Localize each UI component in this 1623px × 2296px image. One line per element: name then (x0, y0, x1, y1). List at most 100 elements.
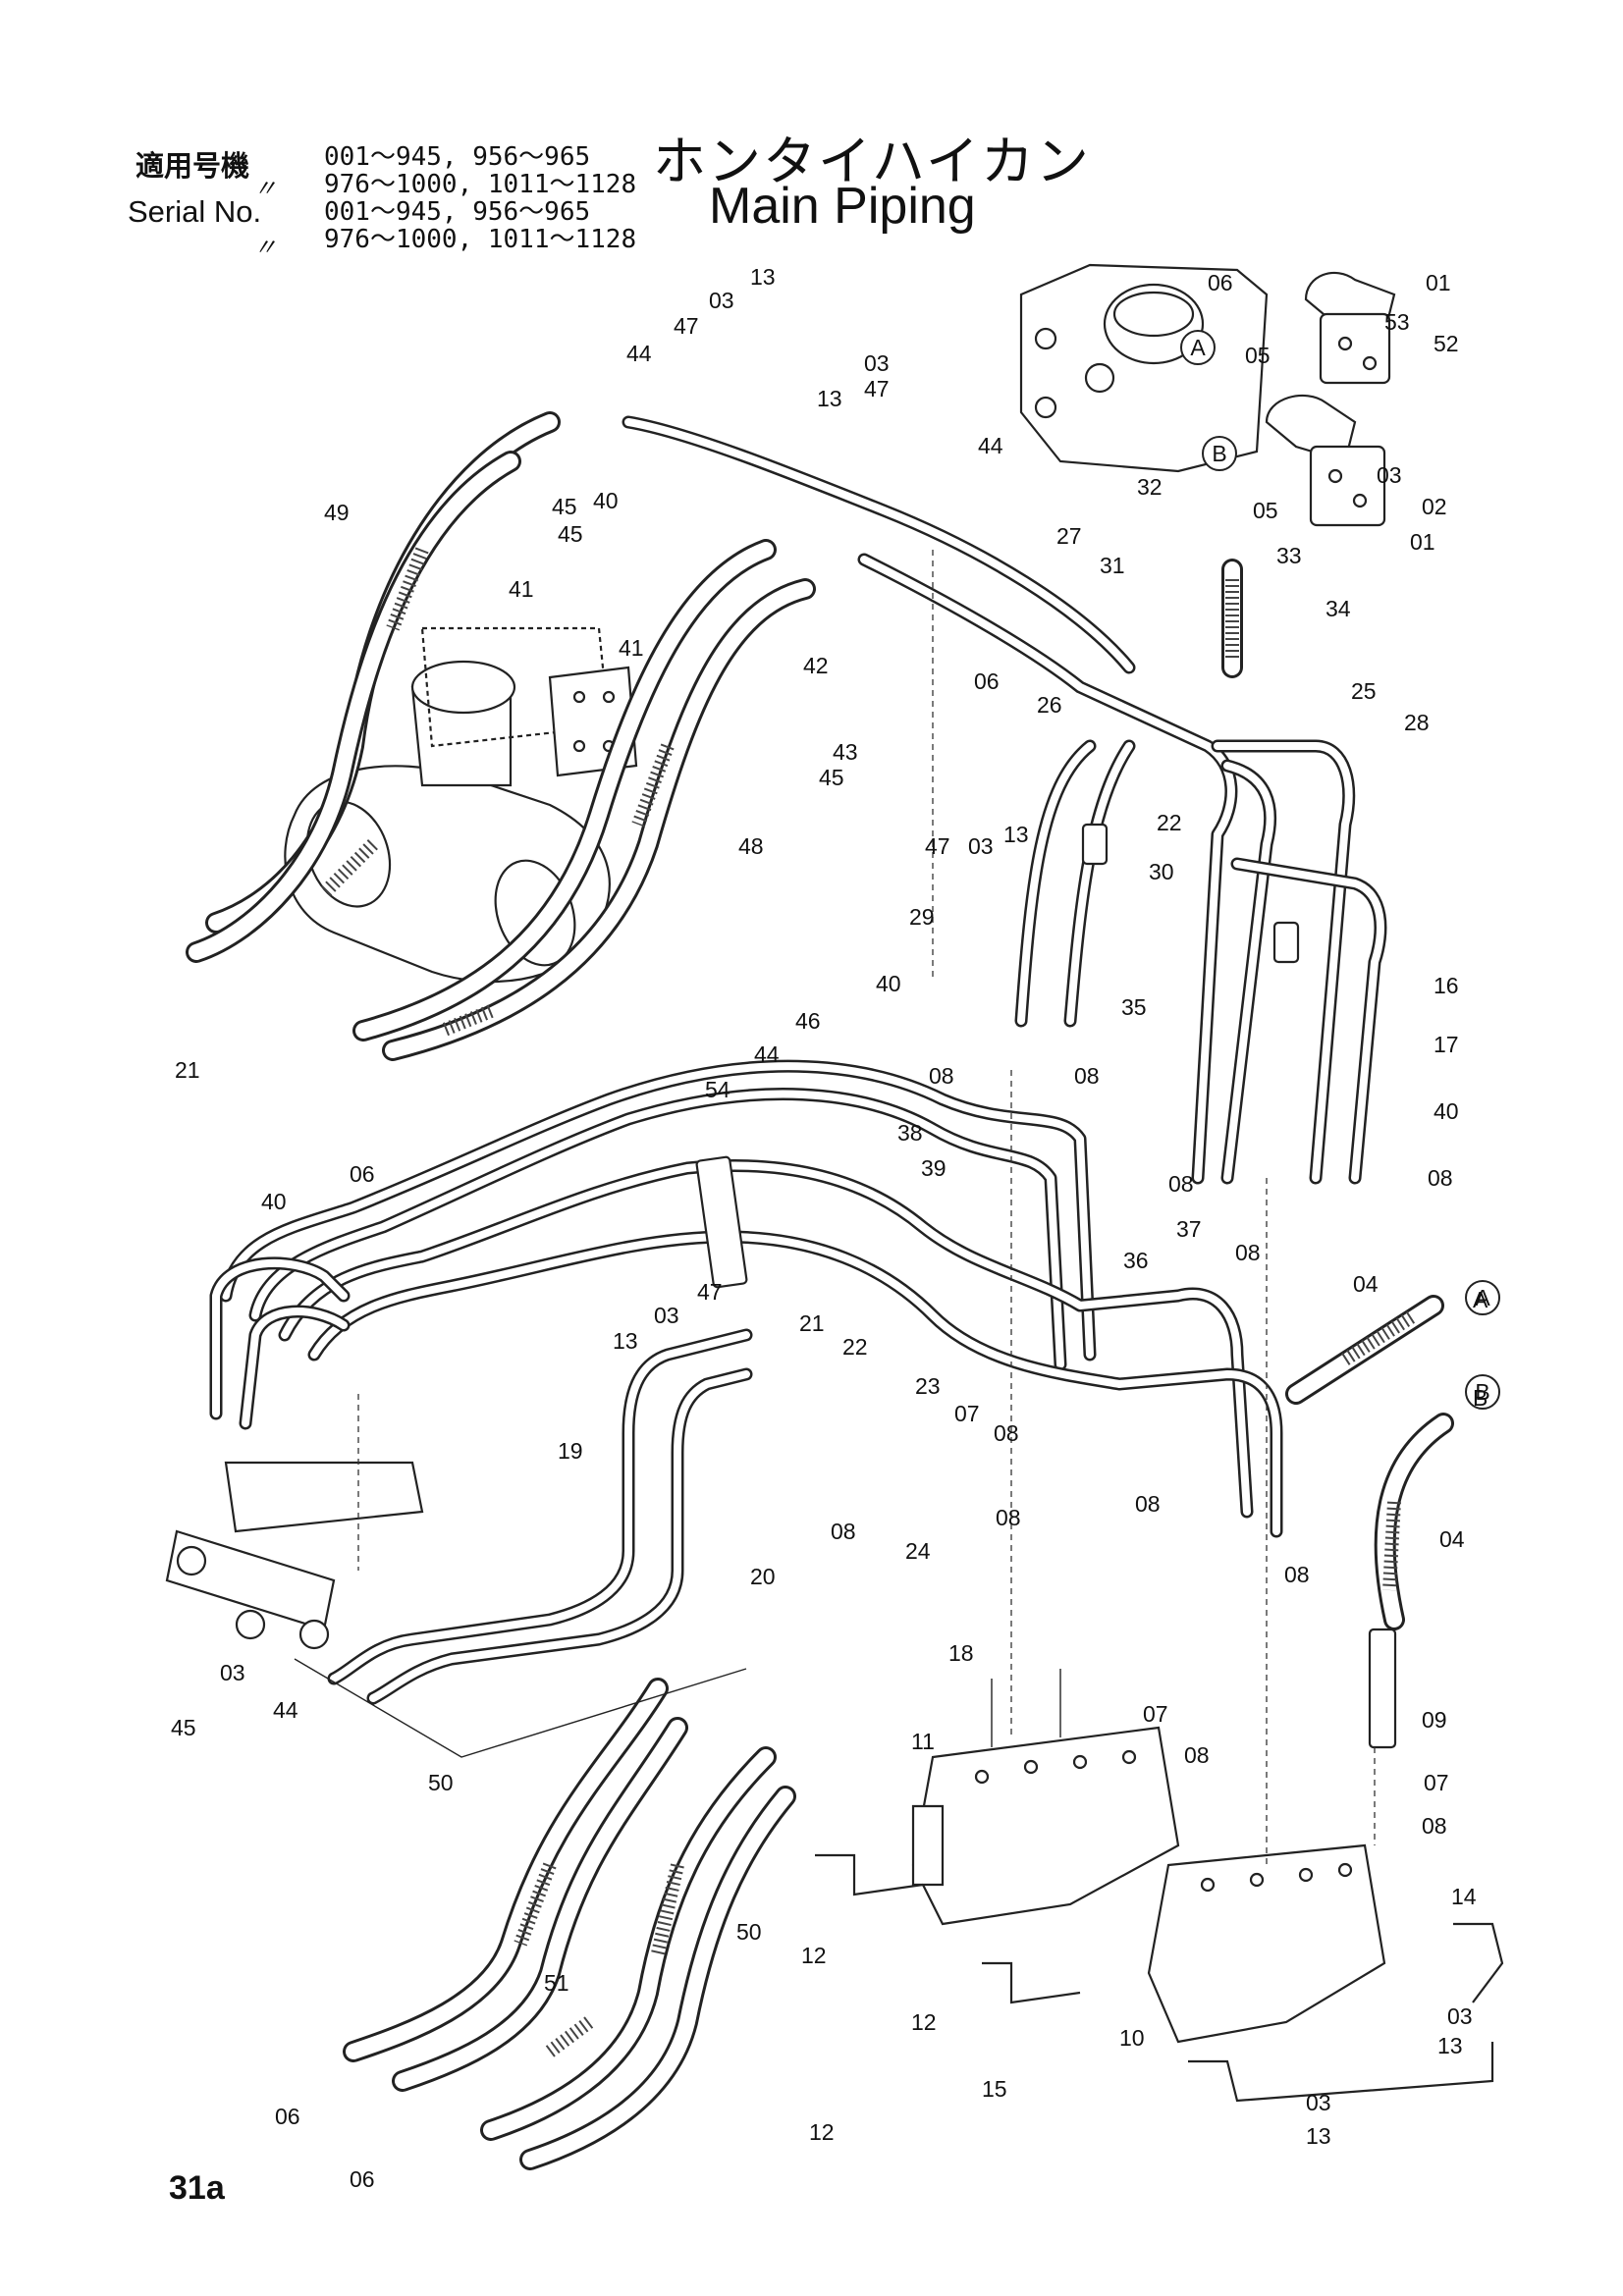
callout-43: 43 (833, 739, 858, 765)
callout-08: 08 (831, 1519, 856, 1544)
callout-09: 09 (1422, 1707, 1447, 1733)
callout-11: 11 (911, 1729, 935, 1754)
callout-06: 06 (275, 2104, 300, 2129)
callout-17: 17 (1434, 1032, 1459, 1057)
manifold-block (165, 1461, 424, 1650)
port-mark-letter: A (1190, 335, 1206, 360)
callout-08: 08 (1422, 1813, 1447, 1839)
callout-47: 47 (697, 1279, 723, 1305)
callout-44: 44 (754, 1041, 780, 1067)
callout-54: 54 (705, 1077, 730, 1102)
callout-13: 13 (1306, 2123, 1331, 2149)
callout-02: 02 (1422, 494, 1447, 519)
callout-37: 37 (1176, 1216, 1202, 1242)
callout-13: 13 (613, 1328, 638, 1354)
callout-08: 08 (1284, 1562, 1310, 1587)
callout-15: 15 (982, 2076, 1007, 2102)
callout-A: A (1473, 1287, 1488, 1312)
bracket-outline-lines (294, 1658, 1061, 1758)
callout-45: 45 (558, 521, 583, 547)
control-valve-10 (1147, 1843, 1386, 2044)
callout-45: 45 (552, 494, 577, 519)
callout-04: 04 (1353, 1271, 1379, 1297)
callout-03: 03 (1447, 2003, 1473, 2029)
callout-41: 41 (619, 635, 644, 661)
serial-range-3: 001～945, 956～965 (324, 197, 591, 227)
callout-03: 03 (864, 350, 890, 376)
callout-48: 48 (738, 833, 764, 859)
control-valve-11 (911, 1726, 1180, 1926)
callout-53: 53 (1384, 309, 1410, 335)
callout-03: 03 (968, 833, 994, 859)
callout-26: 26 (1037, 692, 1062, 718)
callout-32: 32 (1137, 474, 1163, 500)
hoses-04 (1285, 1295, 1454, 1749)
hydraulic-pump (1019, 263, 1269, 473)
callout-12: 12 (809, 2119, 835, 2145)
callout-12: 12 (911, 2009, 937, 2035)
callout-05: 05 (1253, 498, 1278, 523)
callout-44: 44 (273, 1697, 298, 1723)
callout-38: 38 (897, 1120, 923, 1146)
callout-03: 03 (1306, 2090, 1331, 2115)
callout-06: 06 (974, 668, 1000, 694)
callout-10: 10 (1119, 2025, 1145, 2051)
callout-08: 08 (1074, 1063, 1100, 1089)
callout-07: 07 (1424, 1770, 1449, 1795)
callout-47: 47 (864, 376, 890, 401)
callout-14: 14 (1451, 1884, 1477, 1909)
callout-35: 35 (1121, 994, 1147, 1020)
callout-08: 08 (994, 1420, 1019, 1446)
callout-42: 42 (803, 653, 829, 678)
callout-08: 08 (1235, 1240, 1261, 1265)
callout-45: 45 (171, 1715, 196, 1740)
callout-06: 06 (350, 2166, 375, 2192)
mounting-brackets-12 (815, 1853, 1504, 2103)
callout-28: 28 (1404, 710, 1430, 735)
callout-47: 47 (925, 833, 950, 859)
callout-03: 03 (1377, 462, 1402, 488)
callout-03: 03 (220, 1660, 245, 1685)
callout-50: 50 (736, 1919, 762, 1945)
callout-41: 41 (509, 576, 534, 602)
callout-16: 16 (1434, 973, 1459, 998)
callout-B: B (1473, 1385, 1488, 1411)
callout-labels: 1303474449454041412103471345442731323334… (171, 264, 1488, 2192)
callout-13: 13 (750, 264, 776, 290)
callout-18: 18 (948, 1640, 974, 1666)
callout-13: 13 (1437, 2033, 1463, 2058)
serial-range-2: 976～1000, 1011～1128 (324, 170, 637, 199)
callout-13: 13 (1003, 822, 1029, 847)
callout-06: 06 (350, 1161, 375, 1187)
callout-08: 08 (1184, 1742, 1210, 1768)
serial-range-4: 976～1000, 1011～1128 (324, 225, 637, 254)
callout-44: 44 (978, 433, 1003, 458)
callout-20: 20 (750, 1564, 776, 1589)
callout-40: 40 (261, 1189, 287, 1214)
alignment-lines (357, 550, 1376, 1865)
callout-03: 03 (709, 288, 734, 313)
pipes-19-20 (327, 1328, 753, 1705)
ditto-mark-1: 〃 (253, 175, 277, 202)
applicable-models-label: 適用号機 (135, 149, 250, 183)
callout-21: 21 (799, 1310, 825, 1336)
port-mark-letter: B (1475, 1379, 1489, 1405)
ditto-mark-2: 〃 (253, 234, 277, 261)
callout-22: 22 (842, 1334, 868, 1360)
page-number: 31a (169, 2169, 225, 2207)
elbow-fitting-upper (1304, 271, 1396, 385)
serial-number-label: Serial No. (128, 194, 262, 229)
callout-44: 44 (626, 341, 652, 366)
callout-04: 04 (1439, 1526, 1465, 1552)
page-title-japanese: ホンタイハイカン (653, 131, 1091, 192)
callout-40: 40 (593, 488, 619, 513)
elbow-fitting-lower (1265, 394, 1386, 527)
callout-39: 39 (921, 1155, 947, 1181)
callout-40: 40 (1434, 1098, 1459, 1124)
callout-33: 33 (1276, 543, 1302, 568)
port-mark-letter: A (1475, 1285, 1490, 1310)
page-title-english: Main Piping (709, 178, 976, 235)
port-mark-letter: B (1212, 441, 1226, 466)
callout-07: 07 (954, 1401, 980, 1426)
